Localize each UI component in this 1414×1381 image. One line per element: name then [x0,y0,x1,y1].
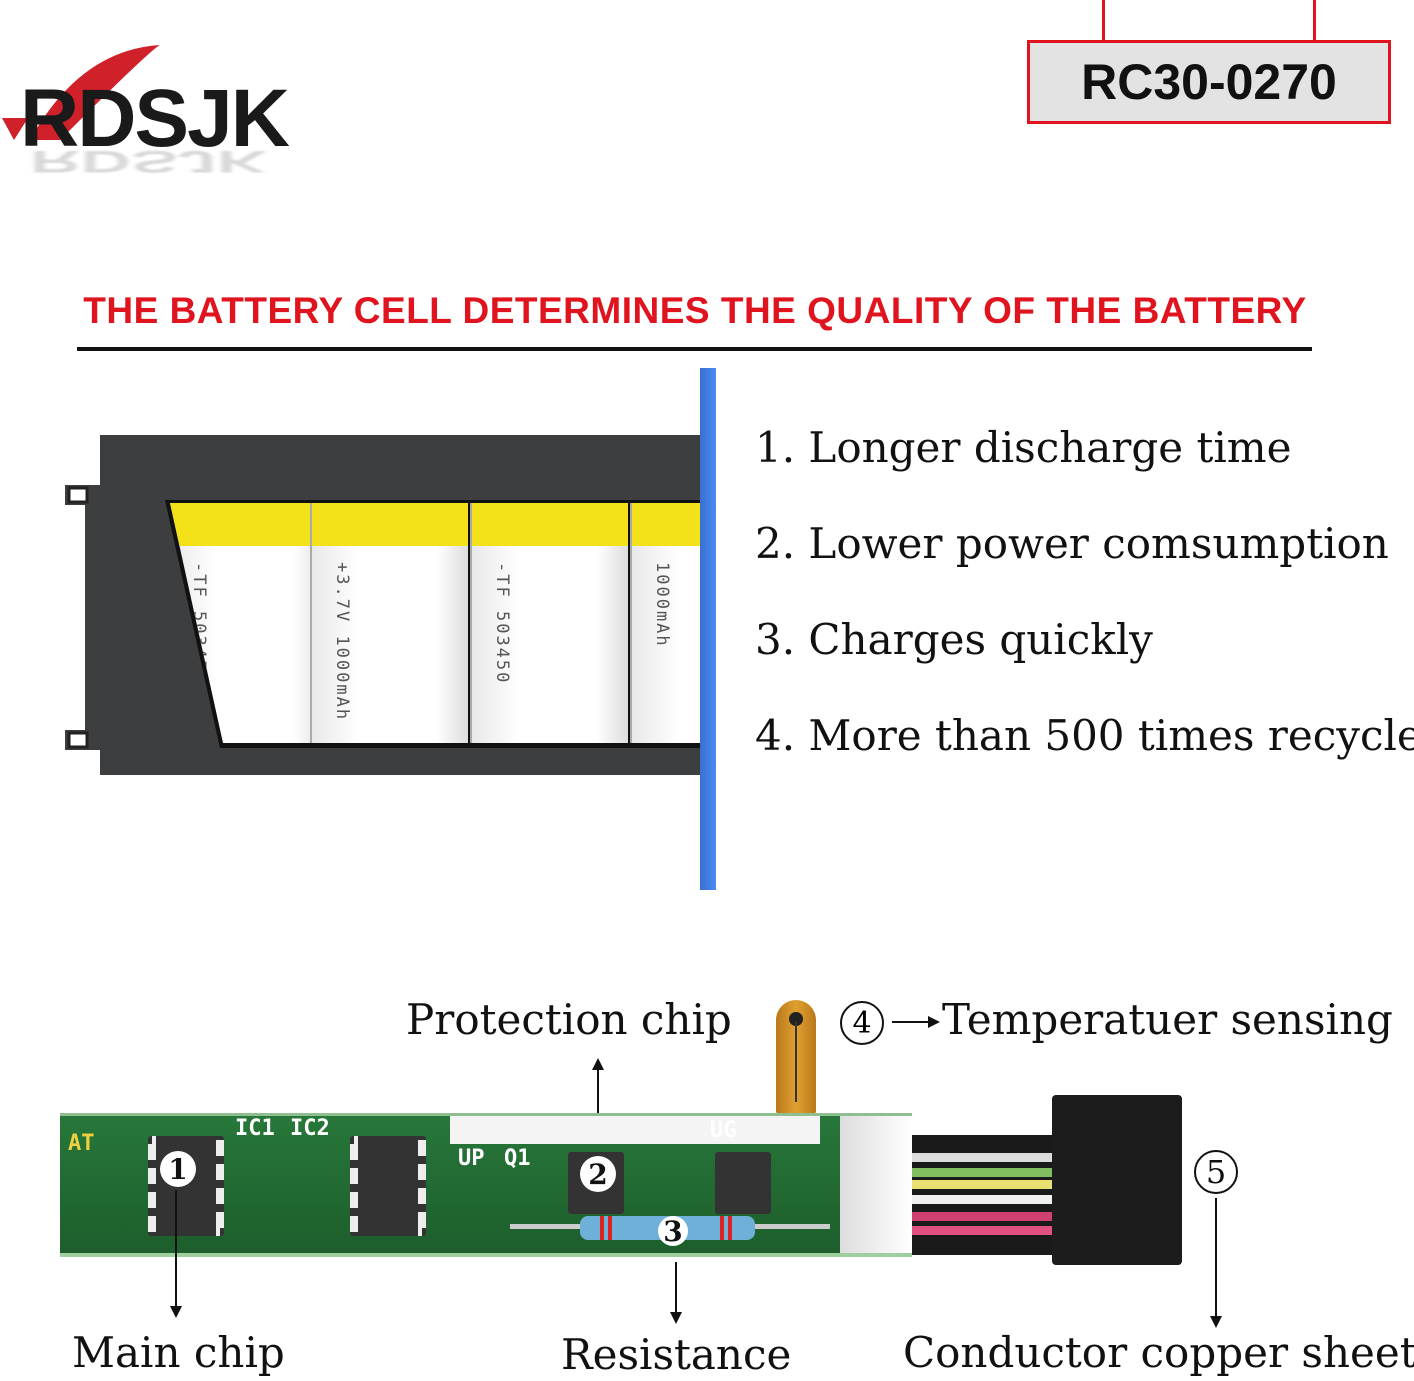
headline-divider [77,347,1312,351]
arrow-right-icon [928,1016,940,1028]
feature-item: 3. Charges quickly [755,615,1153,664]
silk-IC2: IC2 [290,1116,330,1141]
connector [1052,1095,1182,1265]
cell-capacity: 1000mAh [652,562,672,648]
cell-model: 503450 [492,610,512,685]
silk-IC1: IC1 [235,1116,275,1141]
divider-bar [700,368,716,890]
cell-polarity: -TF [492,562,512,599]
silk-UG: UG [710,1118,737,1143]
battery-cell: +3.7V 1000mAh [310,503,468,743]
wire [912,1226,1057,1235]
silk-AT: AT [68,1131,95,1156]
silk-UP: UP [458,1146,485,1171]
model-leader-line [1102,0,1105,41]
resistance-label: Resistance [561,1330,792,1379]
model-number-badge: RC30-0270 [1027,40,1391,124]
feature-item: 1. Longer discharge time [755,423,1292,472]
marker-3: 3 [658,1215,688,1248]
cell-capacity: 1000mAh [332,635,352,722]
marker-2: 2 [580,1156,616,1192]
leader-line [1215,1198,1217,1318]
feature-item: 2. Lower power comsumption [755,519,1389,568]
leader-line [675,1262,677,1314]
feature-item: 4. More than 500 times recycle [755,711,1414,760]
pcb-end-pad [840,1116,912,1253]
logo-reflection: RDSJK [30,144,268,180]
marker-1: 1 [160,1151,196,1187]
silk-Q1: Q1 [504,1146,531,1171]
marker-5: ⑤5 [1194,1150,1238,1194]
wire [912,1153,1057,1162]
cell-voltage: +3.7V [332,562,352,624]
cell-polarity: -TF [189,562,209,599]
pcb-board: AT IC1 IC2 UP Q1 UG 1 2 3 [60,1113,912,1257]
arrow-down-icon [670,1312,682,1324]
wire [912,1195,1057,1204]
arrow-down-icon [170,1306,182,1318]
battery-pack-image: -TF 503450 +3.7V 1000mAh -TF 503450 1000… [55,430,705,780]
temperature-sensor-image [776,1000,816,1115]
model-leader-line [1313,0,1316,41]
arrow-down-icon [1210,1316,1222,1328]
leader-line [892,1021,930,1023]
wire [912,1212,1057,1221]
main-chip [148,1136,224,1236]
battery-cell: -TF 503450 [470,503,628,743]
arrow-up-icon [592,1058,604,1070]
pcb-silk-strip [450,1116,820,1144]
protection-chip-label: Protection chip [406,995,732,1044]
ic2-chip [350,1136,426,1236]
marker-4-number: 4 [852,1005,872,1041]
main-chip-label: Main chip [72,1328,285,1377]
temperature-sensing-label: Temperatuer sensing [942,995,1393,1044]
logo-swoosh-icon [2,45,160,140]
battery-cell: 1000mAh [630,503,705,743]
brand-logo: RDSJK RDSJK [0,30,420,210]
conductor-label: Conductor copper sheet [903,1328,1414,1377]
leader-line [175,1190,177,1308]
wire [912,1168,1057,1177]
marker-4: ④ [840,1001,884,1045]
cells-window: -TF 503450 +3.7V 1000mAh -TF 503450 1000… [170,503,705,743]
logo-text: RDSJK [20,73,290,164]
wire [912,1180,1057,1189]
section-headline: THE BATTERY CELL DETERMINES THE QUALITY … [83,290,1307,331]
mosfet-chip [715,1152,771,1214]
